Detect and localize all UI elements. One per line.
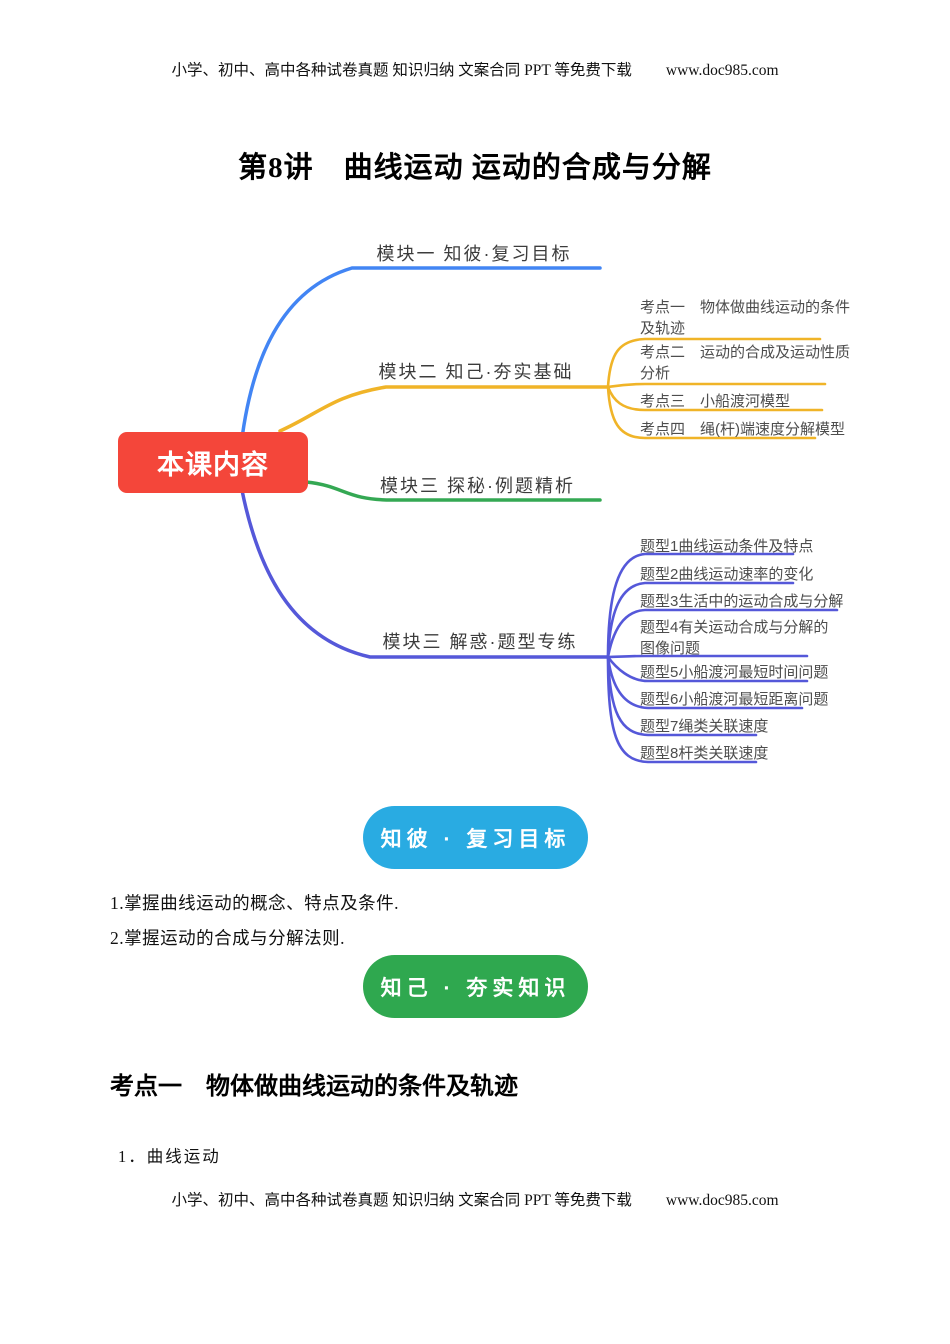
branch1-curve	[238, 266, 602, 457]
mindmap-branch1-label: 模块一 知彼·复习目标	[376, 244, 572, 264]
mindmap-kaodian4-label: 考点四 绳(杆)端速度分解模型	[640, 421, 845, 438]
branch4-child3-curve	[606, 608, 839, 659]
mindmap-tixing2-label: 题型2曲线运动速率的变化	[640, 566, 814, 583]
branch2-child2-curve	[606, 382, 827, 389]
mindmap-tixing7-label: 题型7绳类关联速度	[640, 718, 769, 735]
branch2-child4-curve	[606, 385, 817, 440]
mindmap-branch2-label: 模块二 知己·夯实基础	[378, 362, 574, 382]
goal-item-2: 2.掌握运动的合成与分解法则.	[110, 928, 345, 948]
footer-promo-text: 小学、初中、高中各种试卷真题 知识归纳 文案合同 PPT 等免费下载	[171, 1192, 632, 1209]
branch2-child1-curve	[606, 337, 822, 389]
page-footer: 小学、初中、高中各种试卷真题 知识归纳 文案合同 PPT 等免费下载 www.d…	[0, 1188, 950, 1210]
branch3-curve	[304, 480, 602, 502]
basics-badge: 知己 · 夯实知识	[363, 955, 588, 1018]
branch4-child1-curve	[606, 552, 795, 659]
branch4-child5-curve	[606, 655, 809, 683]
mindmap-tixing1-label: 题型1曲线运动条件及特点	[640, 538, 814, 555]
branch2-curve	[278, 385, 610, 433]
mindmap-tixing4-label: 题型4有关运动合成与分解的图像问题	[640, 619, 829, 657]
branch4-child4-curve	[606, 654, 809, 659]
mindmap-kaodian1-label: 考点一 物体做曲线运动的条件及轨迹	[640, 299, 851, 337]
mindmap-tixing8-label: 题型8杆类关联速度	[640, 745, 769, 762]
mindmap-branch3-label: 模块三 探秘·例题精析	[380, 476, 575, 496]
header-promo-text: 小学、初中、高中各种试卷真题 知识归纳 文案合同 PPT 等免费下载	[171, 62, 632, 79]
kaodian1-point1: 1．曲线运动	[118, 1147, 221, 1166]
review-goals-badge: 知彼 · 复习目标	[363, 806, 588, 869]
branch4-child2-curve	[606, 581, 795, 659]
branch4-child8-curve	[606, 655, 758, 764]
mindmap-kaodian2-label: 考点二 运动的合成及运动性质分析	[640, 344, 851, 382]
mindmap-tixing6-label: 题型6小船渡河最短距离问题	[640, 691, 829, 708]
mindmap-root-node: 本课内容	[118, 432, 308, 493]
branch4-curve	[236, 466, 610, 659]
page-header: 小学、初中、高中各种试卷真题 知识归纳 文案合同 PPT 等免费下载 www.d…	[0, 58, 950, 80]
mindmap-kaodian3-label: 考点三 小船渡河模型	[640, 393, 791, 410]
mindmap-tixing5-label: 题型5小船渡河最短时间问题	[640, 664, 829, 681]
document-title: 第8讲 曲线运动 运动的合成与分解	[238, 152, 712, 184]
header-site-url[interactable]: www.doc985.com	[665, 62, 779, 79]
kaodian1-heading: 考点一 物体做曲线运动的条件及轨迹	[110, 1073, 518, 1100]
mindmap-branch4-label: 模块三 解惑·题型专练	[382, 632, 578, 652]
branch2-child3-curve	[606, 385, 824, 412]
goal-item-1: 1.掌握曲线运动的概念、特点及条件.	[110, 893, 399, 913]
mindmap-tixing3-label: 题型3生活中的运动合成与分解	[640, 593, 844, 610]
footer-site-url[interactable]: www.doc985.com	[665, 1192, 779, 1209]
